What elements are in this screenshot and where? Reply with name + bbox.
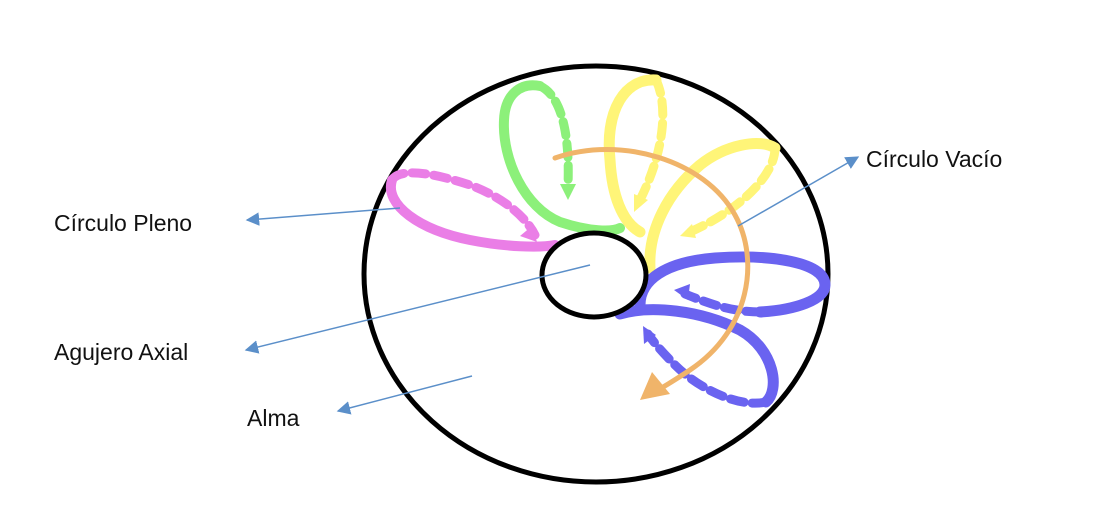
outer-disc-outline bbox=[361, 63, 831, 485]
leader-circulo-pleno bbox=[245, 207, 401, 226]
leader-alma bbox=[336, 375, 473, 415]
magenta-loop bbox=[385, 168, 560, 252]
leader-agujero-axial bbox=[244, 264, 591, 354]
rotation-arrow bbox=[552, 146, 751, 400]
blue-loop-lower bbox=[614, 304, 779, 408]
blue-loop-upper bbox=[634, 251, 831, 318]
label-circulo-vacio: Círculo Vacío bbox=[866, 146, 1003, 172]
yellow-loop-lower bbox=[644, 137, 781, 274]
label-alma: Alma bbox=[247, 405, 300, 431]
label-circulo-pleno: Círculo Pleno bbox=[54, 210, 193, 236]
yellow-loop-upper bbox=[603, 74, 668, 238]
green-loop bbox=[498, 80, 625, 236]
leader-circulo-vacio bbox=[737, 156, 860, 227]
label-agujero-axial: Agujero Axial bbox=[54, 339, 189, 365]
axial-hole bbox=[539, 230, 649, 320]
